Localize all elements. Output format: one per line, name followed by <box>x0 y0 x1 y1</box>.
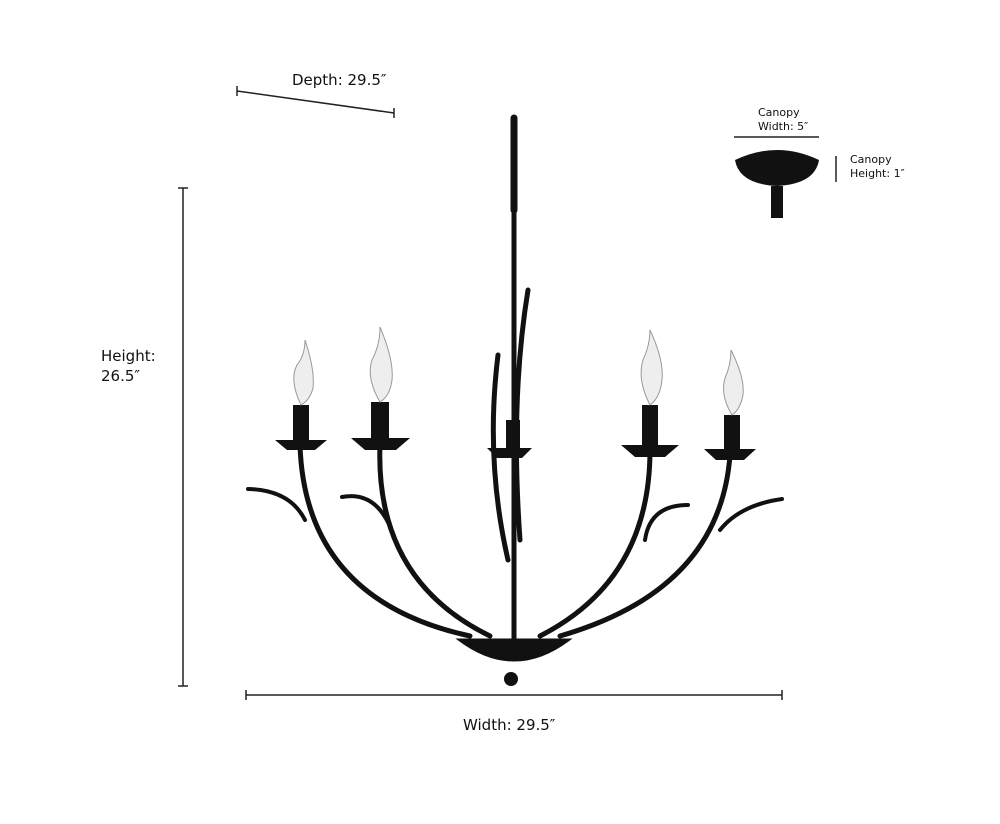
canopy-height-value: Height: 1″ <box>850 167 905 180</box>
depth-label: Depth: 29.5″ <box>292 71 387 89</box>
canopy-illustration <box>735 150 819 218</box>
canopy-width-label: Canopy <box>758 106 800 119</box>
canopy-height-label: Canopy <box>850 153 892 166</box>
height-value: 26.5″ <box>101 367 141 385</box>
depth-line <box>236 90 395 114</box>
canopy-width-value: Width: 5″ <box>758 120 809 133</box>
height-label: Height: <box>101 347 156 365</box>
dimension-lines <box>178 86 837 700</box>
width-label: Width: 29.5″ <box>463 716 556 734</box>
chandelier-illustration <box>246 114 784 686</box>
